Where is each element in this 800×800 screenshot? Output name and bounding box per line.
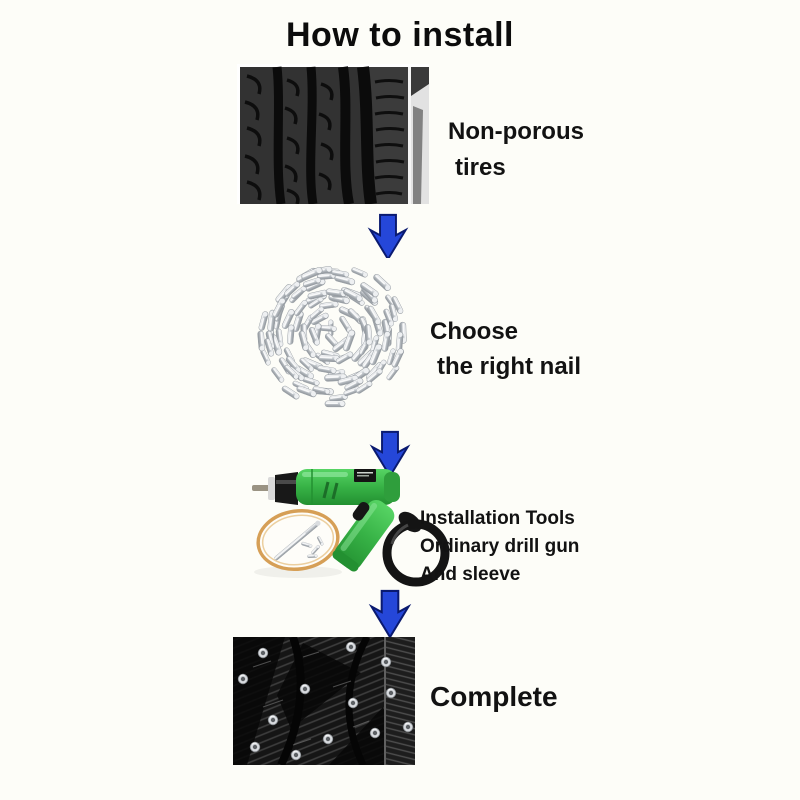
tire-studs-pile-photo xyxy=(245,258,427,420)
caption-line: Complete xyxy=(430,681,558,712)
caption-line: Installation Tools xyxy=(420,508,575,529)
drill-body xyxy=(252,469,400,572)
down-arrow-icon xyxy=(367,213,409,261)
studded-tire-photo xyxy=(233,637,415,765)
tire-tread-illustration xyxy=(237,64,429,204)
down-arrow-icon xyxy=(368,589,412,640)
down-arrow-icon xyxy=(369,430,411,478)
sleeve-hoop xyxy=(256,508,340,572)
non-porous-tire-photo xyxy=(237,64,429,204)
drill-illustration xyxy=(252,469,450,587)
caption-line: Ordinary drill gun xyxy=(420,536,580,557)
caption-choose-nail: Choose the right nail xyxy=(430,314,581,384)
caption-line: Non-porous xyxy=(448,118,584,145)
page-title: How to install xyxy=(286,16,514,54)
caption-non-porous-tires: Non-porous tires xyxy=(448,114,584,186)
studded-tire-illustration xyxy=(233,637,415,765)
caption-line: Choose xyxy=(430,318,519,345)
caption-installation-tools: Installation Tools Ordinary drill gun An… xyxy=(420,505,579,589)
caption-line: the right nail xyxy=(437,353,581,380)
electric-drill-and-sleeve-photo xyxy=(228,456,460,588)
caption-line: And sleeve xyxy=(420,564,521,585)
cord-ring xyxy=(382,511,450,587)
caption-complete: Complete xyxy=(430,681,558,713)
studs-pile-illustration xyxy=(245,258,427,420)
caption-line: tires xyxy=(455,154,506,181)
